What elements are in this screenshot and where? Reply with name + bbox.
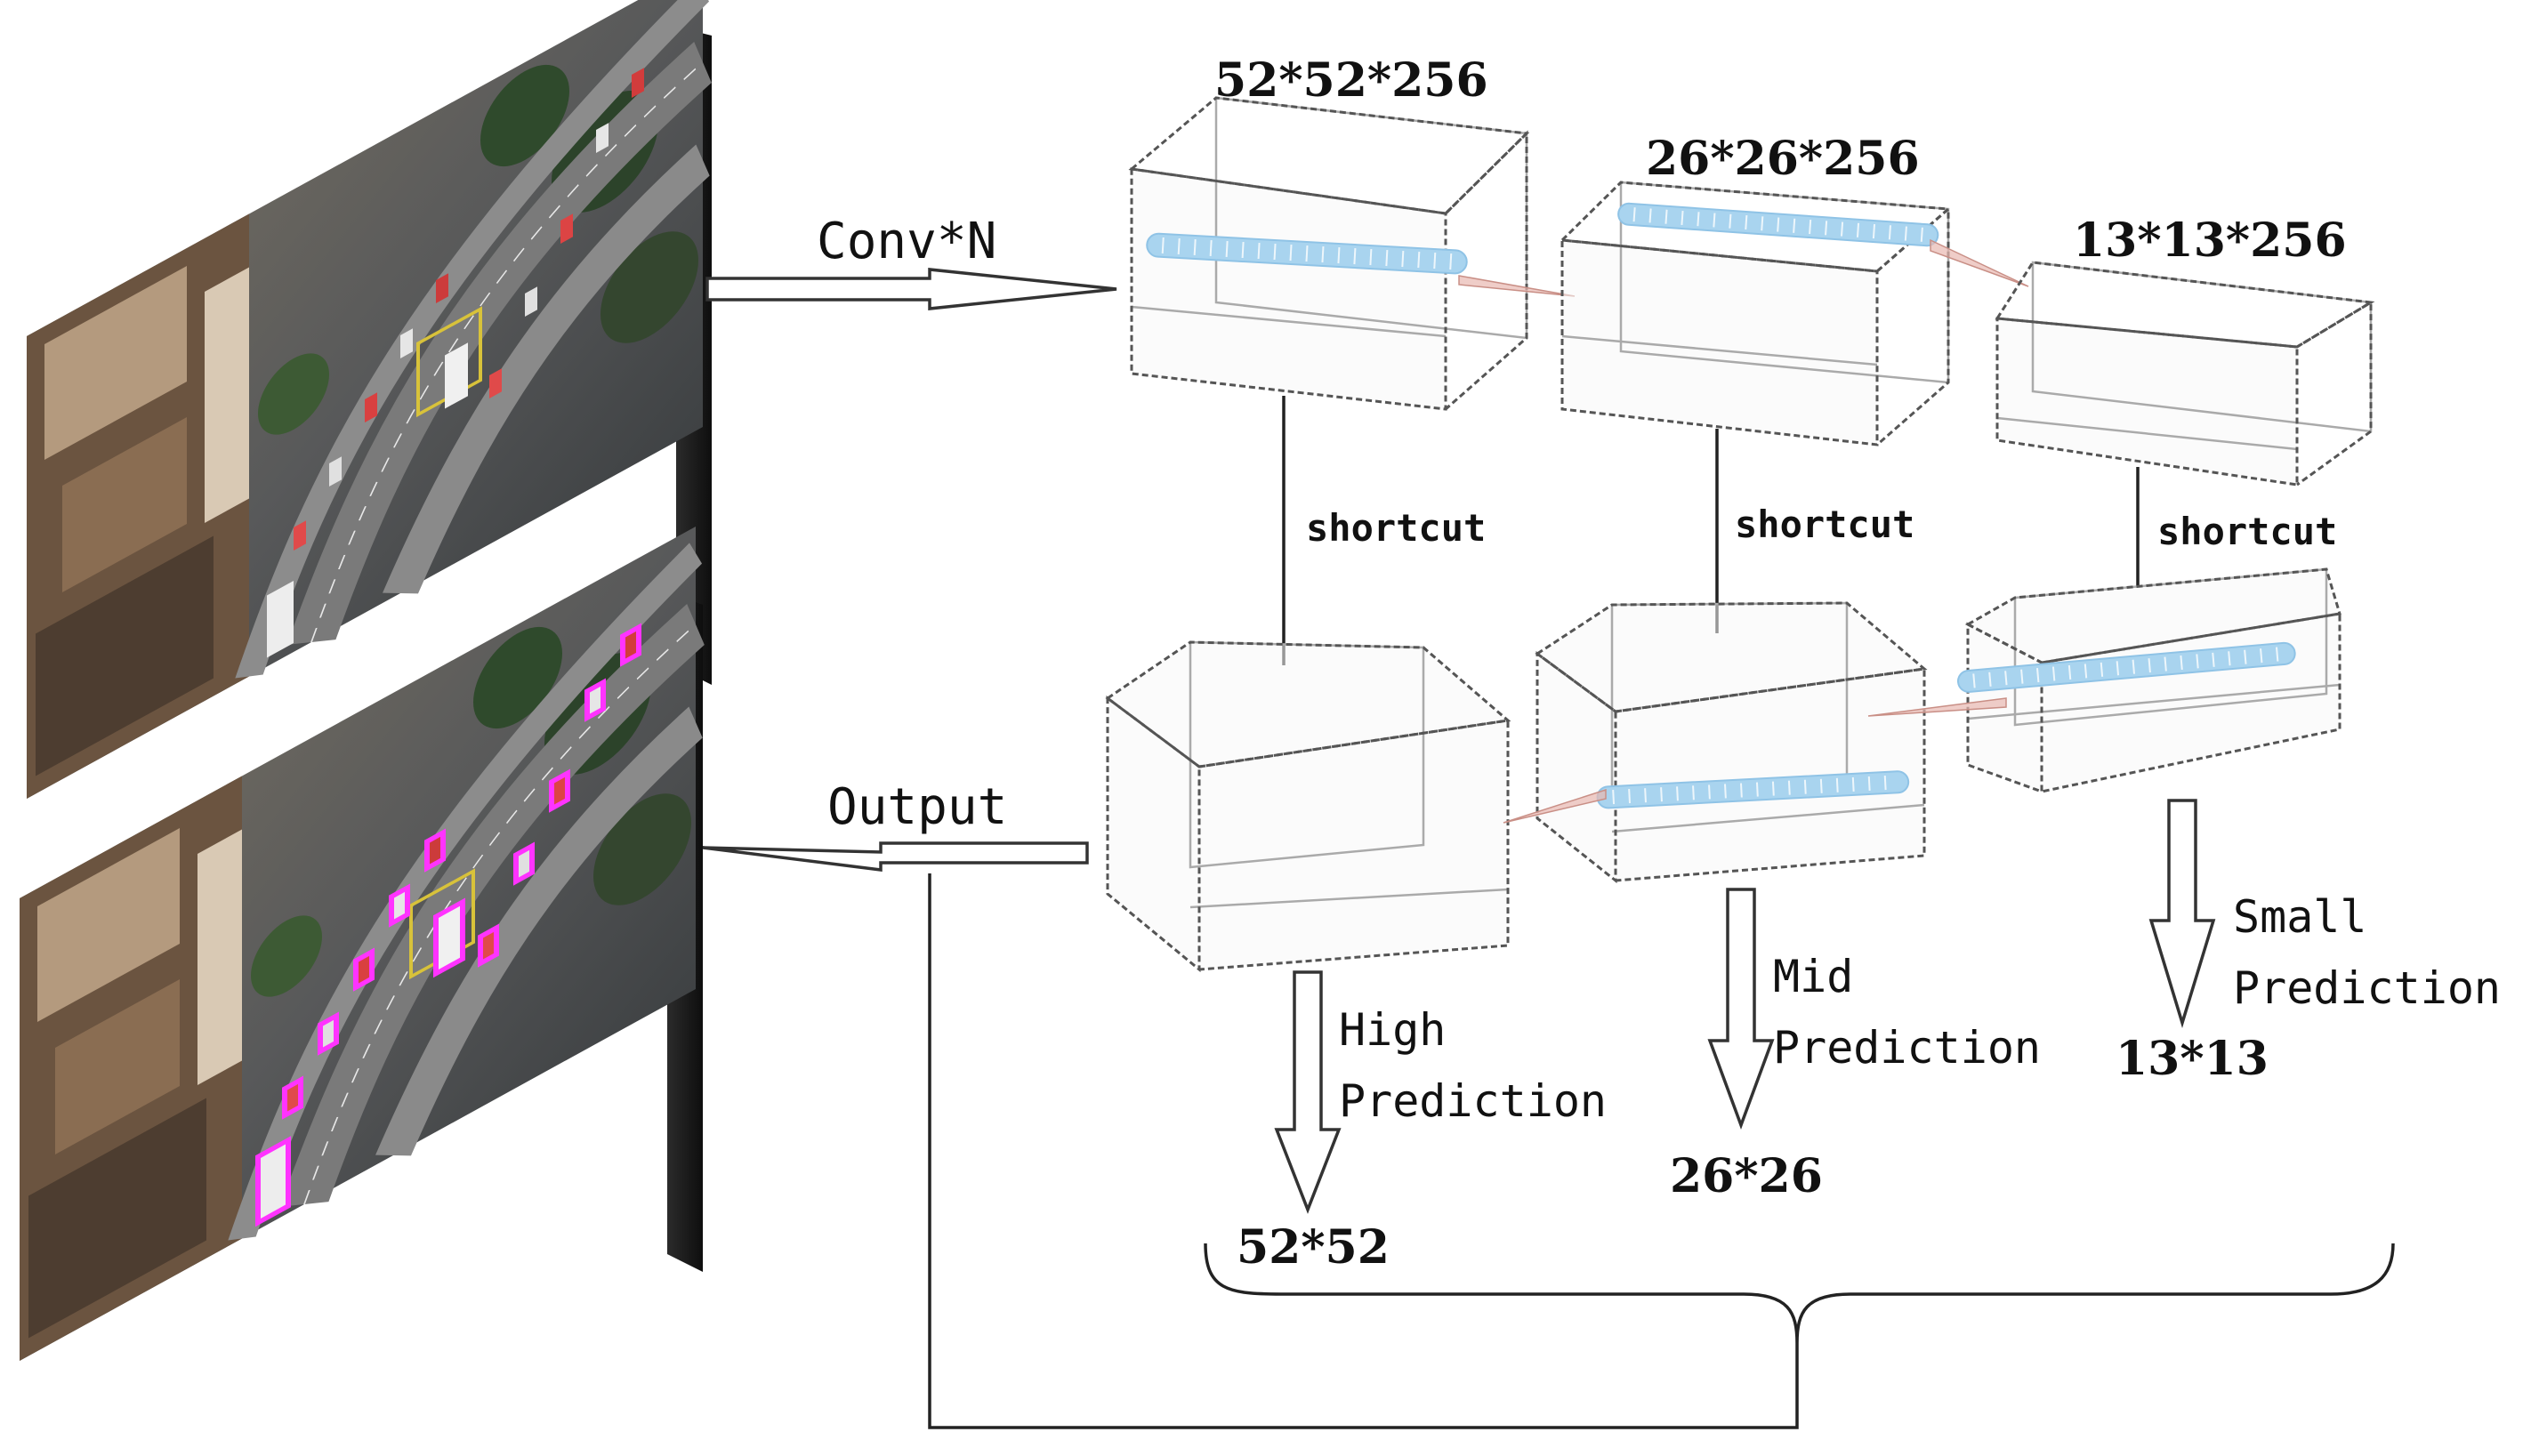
output-image-panel [20, 527, 703, 1361]
shortcut-label-3: shortcut [2157, 510, 2337, 553]
decoder-block-2 [1503, 601, 1928, 884]
block-3-dims: 13*13*256 [2073, 213, 2347, 268]
feature-bar-segments [1972, 647, 2279, 688]
feature-bar-segments [1612, 775, 1887, 805]
shortcut-label-1: shortcut [1306, 506, 1486, 550]
block-2-dims: 26*26*256 [1646, 132, 1920, 186]
merge-brace [1204, 1243, 2395, 1344]
encoder-block-1 [1128, 96, 1576, 411]
mid-prediction-line2: Prediction [1773, 1022, 2041, 1074]
small-prediction-line2: Prediction [2233, 962, 2501, 1014]
prediction-arrow-high [1274, 970, 1342, 1214]
high-prediction-line1: High [1339, 1004, 1446, 1056]
high-prediction-grid: 52*52 [1237, 1220, 1390, 1275]
conv-label: Conv*N [817, 213, 996, 270]
output-arrow: Output [702, 778, 1089, 872]
block-1-dims: 52*52*256 [1214, 53, 1488, 108]
feature-bar-segments [1161, 237, 1453, 270]
encoder-block-3 [1995, 261, 2375, 487]
detection-boxes [255, 623, 641, 1227]
output-label: Output [827, 778, 1007, 836]
small-prediction-grid: 13*13 [2116, 1032, 2269, 1086]
shortcut-label-2: shortcut [1735, 503, 1914, 546]
decoder-block-3 [1867, 567, 2342, 794]
high-prediction-line2: Prediction [1339, 1075, 1607, 1127]
small-prediction-line1: Small [2233, 891, 2367, 943]
feature-bar-4 [1957, 641, 2296, 693]
feature-bar-segments [1632, 207, 1923, 242]
prediction-arrow-small [2148, 799, 2216, 1029]
conv-arrow: Conv*N [705, 213, 1117, 310]
encoder-block-2 [1559, 181, 2029, 446]
mid-prediction-grid: 26*26 [1670, 1149, 1823, 1203]
return-path-line [928, 873, 1799, 1429]
decoder-block-1 [1105, 640, 1511, 973]
prediction-arrow-mid [1707, 888, 1775, 1130]
output-aerial-image [20, 527, 696, 1361]
input-image-panel [27, 0, 712, 799]
mid-prediction-line1: Mid [1773, 951, 1853, 1002]
